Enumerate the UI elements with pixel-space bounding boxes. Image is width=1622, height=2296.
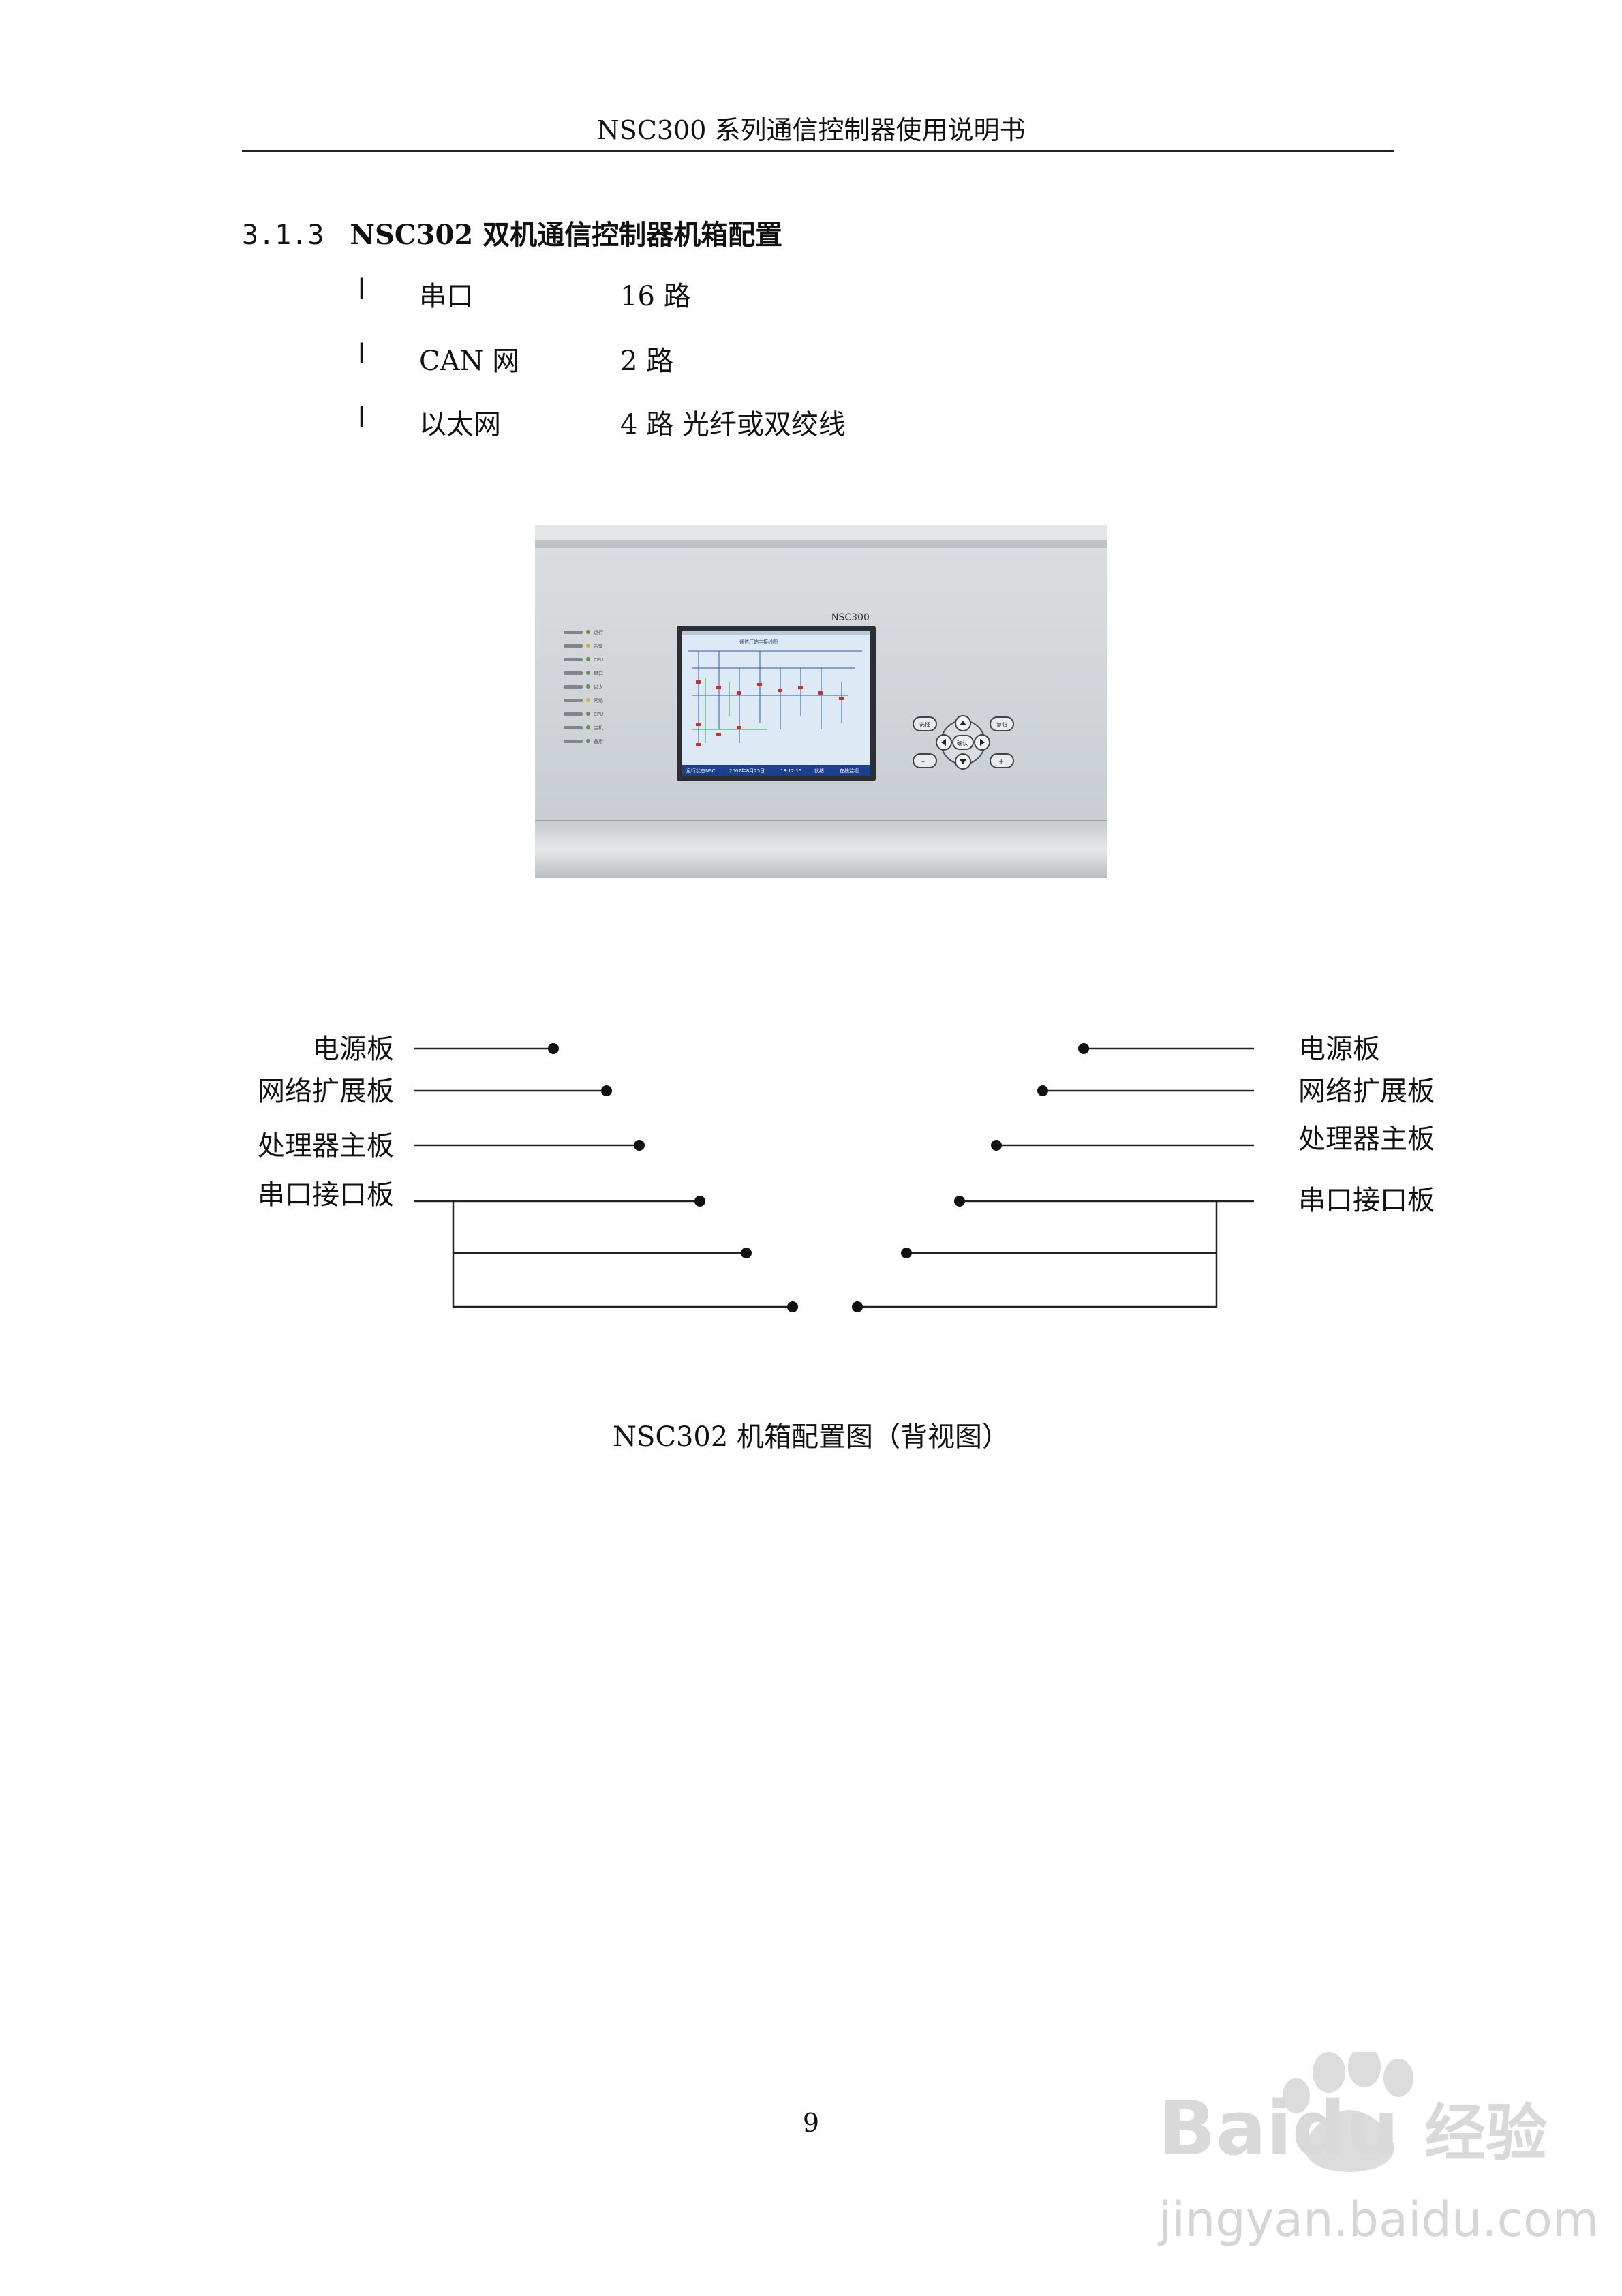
section-title: NSC302 双机通信控制器机箱配置 — [350, 219, 783, 251]
bullet-marker: l — [358, 339, 366, 370]
led-indicator: 以太 — [564, 684, 603, 690]
keypad: 选择 复归 – + 确认 — [913, 715, 1014, 770]
watermark-brand-latin: Baidu — [1159, 2085, 1399, 2172]
led-indicator: 主机 — [564, 725, 603, 731]
spec-value: 4 路 光纤或双绞线 — [620, 409, 846, 440]
slot-dot — [548, 1043, 559, 1054]
svg-text:确认: 确认 — [957, 740, 968, 746]
svg-text:复归: 复归 — [996, 721, 1007, 728]
led-indicator: CPU — [564, 657, 603, 663]
slot-dot — [634, 1140, 645, 1151]
svg-text:运行状态NSC: 运行状态NSC — [686, 768, 716, 774]
lcd-wiring-diagram — [688, 650, 862, 743]
slot-dot — [601, 1085, 612, 1096]
watermark-brand-cn: 经验 — [1424, 2098, 1547, 2169]
page-header-title: NSC300 系列通信控制器使用说明书 — [596, 115, 1026, 145]
paw-icon — [1283, 2052, 1413, 2172]
bullet-marker: l — [358, 402, 366, 434]
board-label-cpu-right: 处理器主板 — [1298, 1123, 1435, 1155]
led-label: 告警 — [594, 643, 603, 649]
board-label-power-right: 电源板 — [1298, 1033, 1380, 1065]
baidu-jingyan-watermark: Baidu 经验 jingyan.baidu.com — [1157, 2052, 1599, 2248]
lcd-screen — [682, 631, 870, 776]
led-indicator: CPU — [564, 712, 603, 717]
svg-text:选择: 选择 — [919, 721, 930, 728]
board-label-power-left: 电源板 — [312, 1033, 394, 1065]
panel-top-edge — [535, 525, 1107, 540]
slot-dot — [901, 1248, 912, 1258]
select-button — [913, 716, 937, 731]
led-indicator: 运行 — [564, 629, 603, 635]
led-column: 运行 告警 CPU 串口 以太 网络 CPU 主机 备用 — [564, 629, 603, 744]
led-indicator: 网络 — [564, 697, 603, 704]
lcd-status-bar — [682, 765, 870, 776]
slot-dot — [1078, 1043, 1089, 1054]
plus-button — [990, 753, 1014, 768]
minus-button — [913, 753, 937, 768]
page-number: 9 — [802, 2108, 820, 2138]
diagram-left-labels: 电源板 网络扩展板 处理器主板 串口接口板 — [258, 1033, 394, 1211]
lcd-breaker-marks — [696, 680, 844, 746]
led-label: 以太 — [594, 684, 603, 690]
reset-button — [990, 716, 1014, 731]
device-brand-label: NSC300 — [831, 612, 870, 623]
led-label: 备用 — [594, 738, 603, 744]
slot-dot — [741, 1248, 752, 1258]
board-label-serial-right: 串口接口板 — [1298, 1185, 1435, 1216]
spec-label: 以太网 — [419, 409, 501, 440]
led-indicator: 串口 — [564, 671, 603, 676]
svg-text:在线监视: 在线监视 — [840, 768, 859, 774]
diagram-leader-lines — [414, 1047, 1254, 1308]
svg-text:13:12:15: 13:12:15 — [780, 768, 801, 774]
svg-text:–: – — [921, 758, 925, 766]
spec-value: 16 路 — [620, 281, 691, 312]
led-label: CPU — [594, 657, 603, 663]
header-divider — [242, 150, 1394, 152]
spec-label: 串口 — [419, 281, 474, 312]
spec-item-serial: l 串口 16 路 — [358, 274, 971, 312]
watermark-url: jingyan.baidu.com — [1157, 2192, 1599, 2248]
slot-dot — [787, 1301, 798, 1312]
chassis-configuration-diagram: 电源板 网络扩展板 处理器主板 串口接口板 电源板 网络扩展板 处理器主板 串口… — [258, 1033, 1435, 1312]
panel-bottom-strip — [535, 821, 1107, 878]
board-label-serial-left: 串口接口板 — [258, 1179, 394, 1211]
led-label: 运行 — [594, 629, 603, 635]
svg-text:+: + — [998, 758, 1004, 766]
spec-value: 2 路 — [620, 346, 674, 377]
slot-dot — [852, 1301, 863, 1312]
slot-dot — [991, 1140, 1002, 1151]
figure-caption: NSC302 机箱配置图（背视图） — [612, 1421, 1010, 1453]
spec-item-can: l CAN 网 2 路 — [358, 339, 971, 377]
confirm-button — [952, 735, 974, 750]
diagram-right-labels: 电源板 网络扩展板 处理器主板 串口接口板 — [1298, 1033, 1435, 1216]
slot-dot — [1037, 1085, 1048, 1096]
slot-dot — [694, 1196, 705, 1207]
section-number: 3.1.3 — [242, 220, 324, 251]
led-label: CPU — [594, 712, 603, 717]
bullet-marker: l — [358, 274, 366, 305]
led-label: 串口 — [594, 671, 603, 676]
device-front-panel-photo: 运行 告警 CPU 串口 以太 网络 CPU 主机 备用 NSC300 通信厂站… — [535, 525, 1107, 878]
spec-label: CAN 网 — [419, 346, 520, 377]
led-indicator: 告警 — [564, 643, 603, 649]
led-label: 主机 — [594, 725, 603, 731]
diagram-slot-dots — [548, 1043, 1089, 1312]
slot-dot — [954, 1196, 965, 1207]
lcd-screen-title: 通信厂站主接线图 — [739, 639, 778, 645]
board-label-cpu-left: 处理器主板 — [258, 1130, 394, 1162]
spec-item-ethernet: l 以太网 4 路 光纤或双绞线 — [358, 402, 971, 440]
board-label-network-left: 网络扩展板 — [258, 1076, 394, 1107]
section-heading: 3.1.3 NSC302 双机通信控制器机箱配置 — [242, 213, 782, 252]
led-label: 网络 — [594, 697, 603, 704]
svg-text:2007年8月25日: 2007年8月25日 — [729, 768, 765, 774]
svg-text:就绪: 就绪 — [814, 768, 824, 774]
led-indicator: 备用 — [564, 738, 603, 744]
board-label-network-right: 网络扩展板 — [1298, 1076, 1435, 1107]
